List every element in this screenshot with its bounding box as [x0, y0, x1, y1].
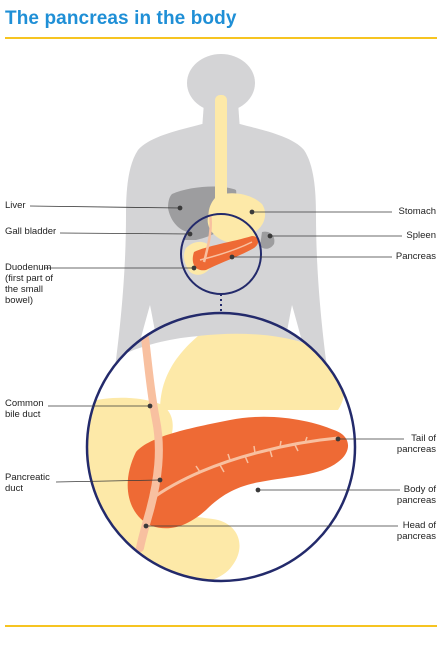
stomach-magnified [160, 333, 345, 410]
label-duodenum: Duodenum (first part of the small bowel) [5, 262, 54, 306]
page-title: The pancreas in the body [5, 8, 237, 29]
footer-rule [5, 625, 437, 627]
title-underline [5, 37, 437, 39]
label-stomach: Stomach [398, 206, 437, 217]
leader-lines [29, 205, 404, 529]
label-gall-bladder: Gall bladder [5, 226, 57, 237]
label-head-of-pancreas: Head of pancreas [396, 520, 436, 542]
label-tail-of-pancreas: Tail of pancreas [396, 433, 436, 455]
label-liver: Liver [5, 200, 26, 211]
label-spleen: Spleen [406, 230, 436, 241]
label-pancreatic-duct: Pancreatic duct [5, 472, 50, 494]
pancreatic-duct [149, 436, 339, 502]
oesophagus-shape [215, 95, 227, 205]
label-pancreas: Pancreas [395, 251, 436, 262]
inset-circle-large [85, 311, 357, 583]
label-body-of-pancreas: Body of pancreas [396, 484, 436, 506]
label-common-bile-duct: Common bile duct [5, 398, 44, 420]
